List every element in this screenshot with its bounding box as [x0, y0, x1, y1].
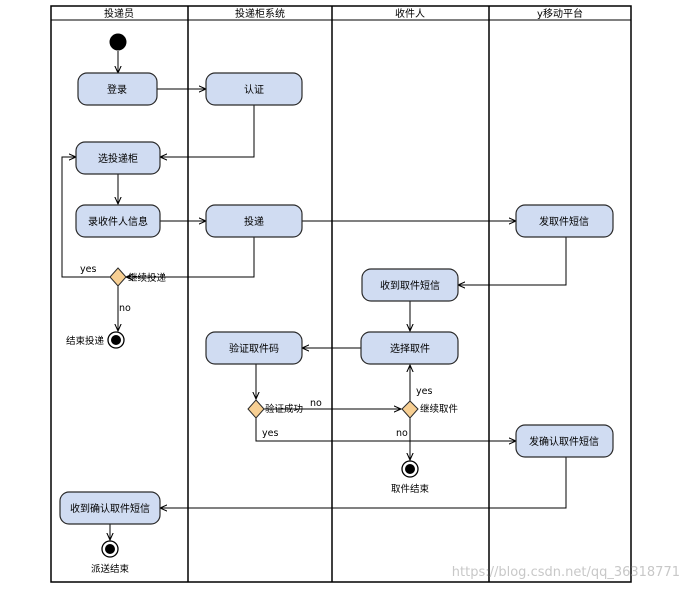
svg-text:认证: 认证 — [244, 83, 264, 96]
action-choose-pickup: 选择取件 — [360, 331, 459, 365]
action-auth: 认证 — [205, 72, 303, 106]
label-verify-no: no — [310, 398, 322, 409]
action-enter-recipient: 录收件人信息 — [75, 204, 161, 238]
lane-header-courier: 投递员 — [104, 7, 134, 20]
lane-header-locker-system: 投递柜系统 — [235, 7, 285, 20]
svg-text:发取件短信: 发取件短信 — [539, 215, 589, 228]
label-end-deliver: 结束投递 — [66, 335, 105, 347]
edge-decision-yes-loop — [61, 157, 110, 278]
label-continue-yes: yes — [416, 386, 432, 397]
decision-verify-success — [247, 399, 265, 419]
svg-text:录收件人信息: 录收件人信息 — [88, 215, 148, 228]
label-pickup-end: 取件结束 — [391, 483, 430, 495]
final-node-end-deliver — [107, 331, 125, 349]
svg-text:收到确认取件短信: 收到确认取件短信 — [70, 502, 150, 515]
label-no-end-deliver: no — [119, 303, 131, 314]
svg-text:验证取件码: 验证取件码 — [229, 342, 279, 355]
action-deliver: 投递 — [205, 204, 303, 238]
action-login: 登录 — [77, 72, 158, 106]
label-yes-loop: yes — [80, 264, 96, 275]
final-node-pickup-end — [401, 460, 419, 478]
edge-confirm-receive — [160, 457, 567, 508]
svg-text:选投递柜: 选投递柜 — [98, 152, 138, 165]
watermark: https://blog.csdn.net/qq_36318771 — [452, 565, 680, 580]
svg-text:投递: 投递 — [244, 215, 264, 228]
start-node — [109, 33, 127, 51]
action-select-cabinet: 选投递柜 — [75, 141, 161, 175]
svg-text:选择取件: 选择取件 — [390, 342, 430, 355]
svg-text:发确认取件短信: 发确认取件短信 — [529, 435, 599, 448]
decision-continue-pickup — [401, 400, 419, 419]
final-node-delivery-end — [101, 540, 119, 558]
label-verify-yes: yes — [262, 428, 278, 439]
edge-verify-yes — [255, 418, 516, 441]
edge-sendsms-receivesms — [458, 237, 567, 285]
edges — [61, 51, 567, 540]
label-continue-deliver: 继续投递 — [128, 272, 167, 284]
action-receive-sms: 收到取件短信 — [361, 268, 459, 302]
edge-deliver-decision — [126, 237, 255, 277]
lane-header-recipient: 收件人 — [395, 7, 425, 20]
action-verify-code: 验证取件码 — [205, 331, 303, 365]
edge-auth-select — [160, 105, 255, 157]
decision-continue-deliver — [109, 267, 127, 287]
svg-text:登录: 登录 — [107, 83, 127, 96]
label-continue-no: no — [396, 428, 408, 439]
action-send-sms: 发取件短信 — [515, 204, 614, 238]
action-send-confirm-sms: 发确认取件短信 — [515, 424, 614, 458]
action-receive-confirm-sms: 收到确认取件短信 — [59, 491, 161, 525]
label-verify-success: 验证成功 — [265, 403, 303, 415]
svg-text:收到取件短信: 收到取件短信 — [380, 279, 440, 292]
label-continue-pickup: 继续取件 — [420, 403, 459, 415]
swimlane-frame — [50, 5, 632, 583]
lane-header-mobile-platform: y移动平台 — [537, 7, 583, 20]
label-delivery-end: 派送结束 — [91, 563, 130, 575]
